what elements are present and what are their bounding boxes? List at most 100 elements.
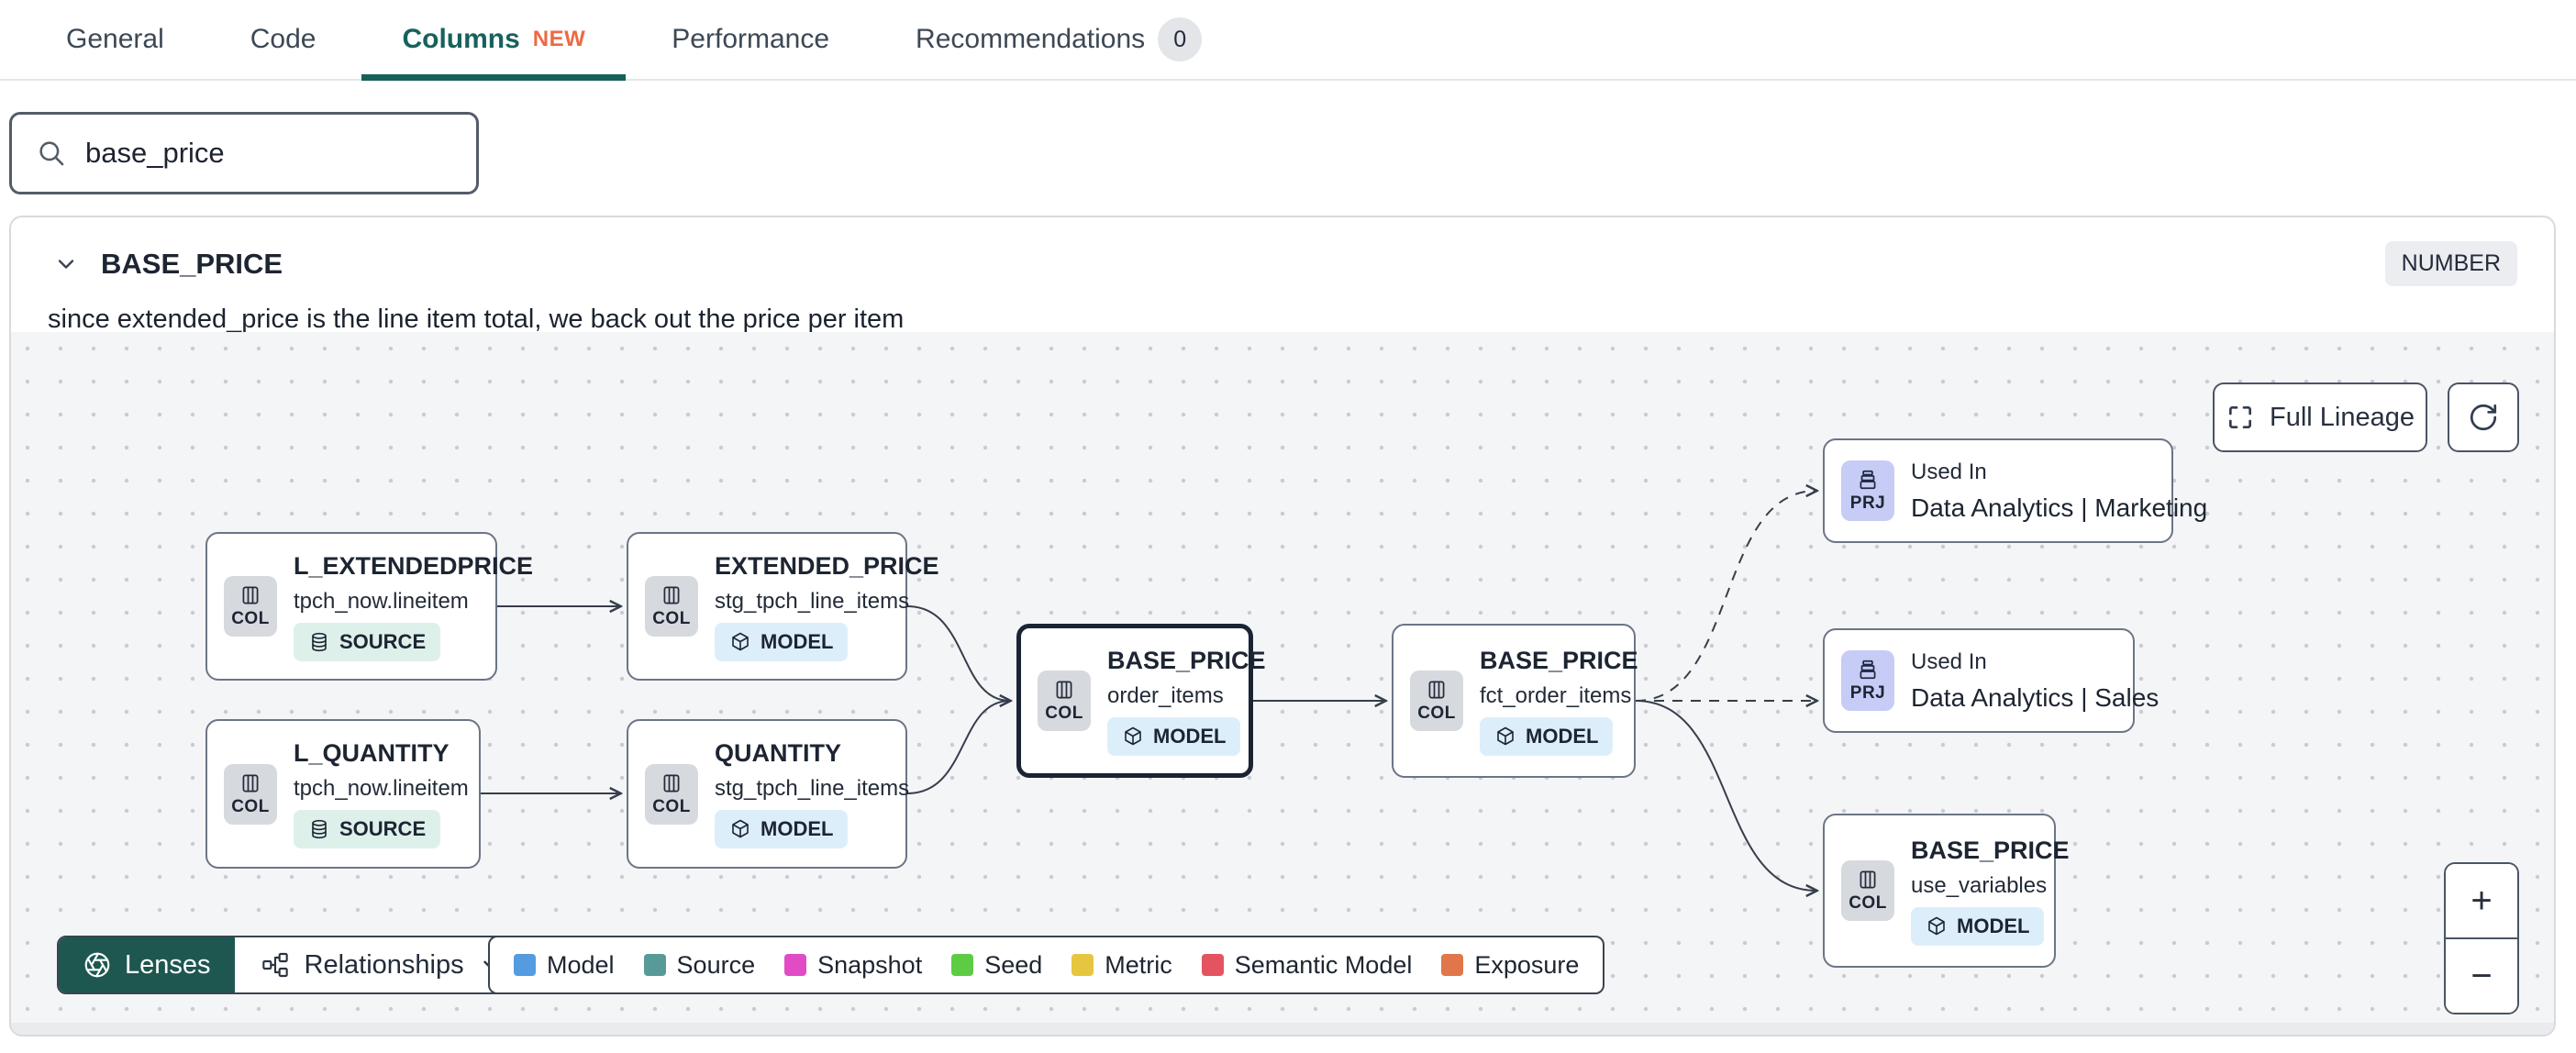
resource-badge: MODEL: [1911, 906, 2045, 946]
relationships-label: Relationships: [304, 949, 464, 980]
lineage-node-quantity[interactable]: COL QUANTITY stg_tpch_line_items MODEL: [627, 719, 910, 869]
node-title: BASE_PRICE: [1480, 646, 1638, 674]
lineage-edges: [481, 332, 2556, 1035]
lineage-node-used-in-sales[interactable]: PRJ Used In Data Analytics | Sales: [1823, 628, 2159, 733]
zoom-out-button[interactable]: −: [2446, 939, 2517, 1013]
node-subtitle: stg_tpch_line_items: [715, 588, 910, 614]
lenses-button[interactable]: Lenses: [59, 937, 235, 992]
refresh-button[interactable]: [2448, 382, 2519, 452]
lineage-node-base-price-order-items[interactable]: COL BASE_PRICE order_items MODEL: [1016, 624, 1266, 778]
tab-recommendations[interactable]: Recommendations 0: [875, 0, 1242, 79]
tab-label: Code: [250, 24, 316, 54]
legend-swatch: [951, 954, 974, 976]
node-title: BASE_PRICE: [1107, 646, 1266, 674]
columns-icon: [1428, 681, 1445, 699]
col-badge: COL: [1038, 671, 1091, 731]
col-badge: COL: [1841, 860, 1894, 921]
kind-label: COL: [1849, 893, 1887, 913]
node-title: L_QUANTITY: [294, 739, 450, 767]
zoom-in-button[interactable]: +: [2446, 864, 2517, 939]
cube-icon: [732, 632, 749, 650]
cube-icon: [1497, 726, 1514, 745]
resource-label: MODEL: [761, 817, 834, 840]
column-description: since extended_price is the line item to…: [48, 305, 905, 334]
tab-performance[interactable]: Performance: [631, 0, 870, 79]
search-input-wrapper: [9, 112, 479, 194]
columns-icon: [242, 586, 259, 604]
columns-icon: [663, 773, 680, 793]
kind-label: COL: [652, 796, 691, 816]
tab-code[interactable]: Code: [210, 0, 357, 79]
legend-item-model: Model: [514, 951, 615, 980]
columns-icon: [1860, 870, 1876, 889]
lineage-node-l-quantity[interactable]: COL L_QUANTITY tpch_now.lineitem SOURCE: [205, 719, 481, 869]
legend-label: Model: [547, 950, 615, 979]
resource-label: MODEL: [1957, 914, 2030, 937]
tab-general[interactable]: General: [26, 0, 205, 79]
col-badge: COL: [645, 763, 698, 825]
full-lineage-button[interactable]: Full Lineage: [2213, 382, 2427, 452]
node-subtitle: stg_tpch_line_items: [715, 776, 910, 801]
lineage-node-used-in-marketing[interactable]: PRJ Used In Data Analytics | Marketing: [1823, 438, 2207, 543]
resource-badge: SOURCE: [294, 810, 441, 848]
legend-swatch: [643, 954, 666, 976]
resource-label: SOURCE: [339, 817, 427, 840]
columns-icon: [1056, 681, 1072, 699]
kind-label: COL: [231, 796, 270, 816]
tab-columns[interactable]: Columns NEW: [361, 0, 627, 81]
column-panel: BASE_PRICE NUMBER since extended_price i…: [9, 216, 2556, 1036]
legend-swatch: [1071, 954, 1094, 976]
tab-label: Performance: [672, 24, 830, 54]
lineage-node-base-price-use-variables[interactable]: COL BASE_PRICE use_variables MODEL: [1823, 814, 2070, 968]
legend-swatch: [1201, 954, 1224, 976]
cube-icon: [1125, 726, 1141, 745]
legend-item-source: Source: [643, 950, 756, 980]
resource-label: MODEL: [761, 629, 834, 653]
tab-bar: General Code Columns NEW Performance Rec…: [0, 0, 2576, 81]
resource-label: MODEL: [1526, 724, 1599, 748]
legend-label: Semantic Model: [1234, 950, 1413, 979]
lineage-node-base-price-fct-order-items[interactable]: COL BASE_PRICE fct_order_items MODEL: [1392, 624, 1638, 778]
count-badge: 0: [1158, 17, 1203, 61]
col-badge: COL: [645, 576, 698, 637]
resource-badge: MODEL: [1480, 716, 1614, 756]
legend-item-seed: Seed: [951, 951, 1042, 980]
kind-label: PRJ: [1849, 493, 1886, 513]
lineage-canvas[interactable]: COL L_EXTENDEDPRICE tpch_now.lineitem SO…: [11, 332, 2554, 1035]
horizontal-scrollbar[interactable]: [11, 1023, 2554, 1035]
fullscreen-icon: [2229, 406, 2251, 428]
chevron-down-icon[interactable]: [53, 251, 79, 277]
tab-label: Columns: [402, 24, 520, 54]
resource-badge: MODEL: [1107, 716, 1241, 756]
zoom-control: + −: [2444, 862, 2519, 1014]
legend-item-semantic-model: Semantic Model: [1201, 950, 1413, 980]
lenses-label: Lenses: [125, 949, 211, 980]
columns-icon: [242, 773, 259, 793]
node-title: Data Analytics | Marketing: [1911, 493, 2208, 522]
legend-label: Source: [676, 950, 756, 979]
lineage-node-extended-price[interactable]: COL EXTENDED_PRICE stg_tpch_line_items M…: [627, 532, 939, 681]
node-title: Data Analytics | Sales: [1911, 682, 2160, 712]
legend-label: Metric: [1105, 950, 1172, 979]
project-icon: [1860, 660, 1876, 680]
resource-label: MODEL: [1153, 724, 1227, 748]
resource-badge: SOURCE: [294, 622, 441, 661]
prj-badge: PRJ: [1841, 460, 1894, 521]
legend-label: Seed: [984, 950, 1043, 979]
lineage-legend: Model Source Snapshot Seed Metric Semant…: [488, 936, 1605, 994]
search-input[interactable]: [85, 137, 452, 170]
cube-icon: [732, 819, 749, 838]
lineage-node-l-extendedprice[interactable]: COL L_EXTENDEDPRICE tpch_now.lineitem SO…: [205, 532, 533, 681]
resource-badge: MODEL: [715, 622, 849, 661]
resource-label: SOURCE: [339, 629, 427, 653]
new-badge: NEW: [532, 27, 586, 51]
legend-swatch: [784, 954, 807, 976]
relationships-dropdown[interactable]: Relationships: [234, 937, 528, 992]
used-in-label: Used In: [1911, 648, 1987, 674]
legend-label: Snapshot: [817, 950, 923, 979]
cube-icon: [1928, 916, 1945, 935]
col-badge: COL: [224, 576, 277, 637]
legend-swatch: [514, 954, 536, 976]
search-icon: [39, 141, 64, 166]
full-lineage-label: Full Lineage: [2270, 402, 2415, 432]
